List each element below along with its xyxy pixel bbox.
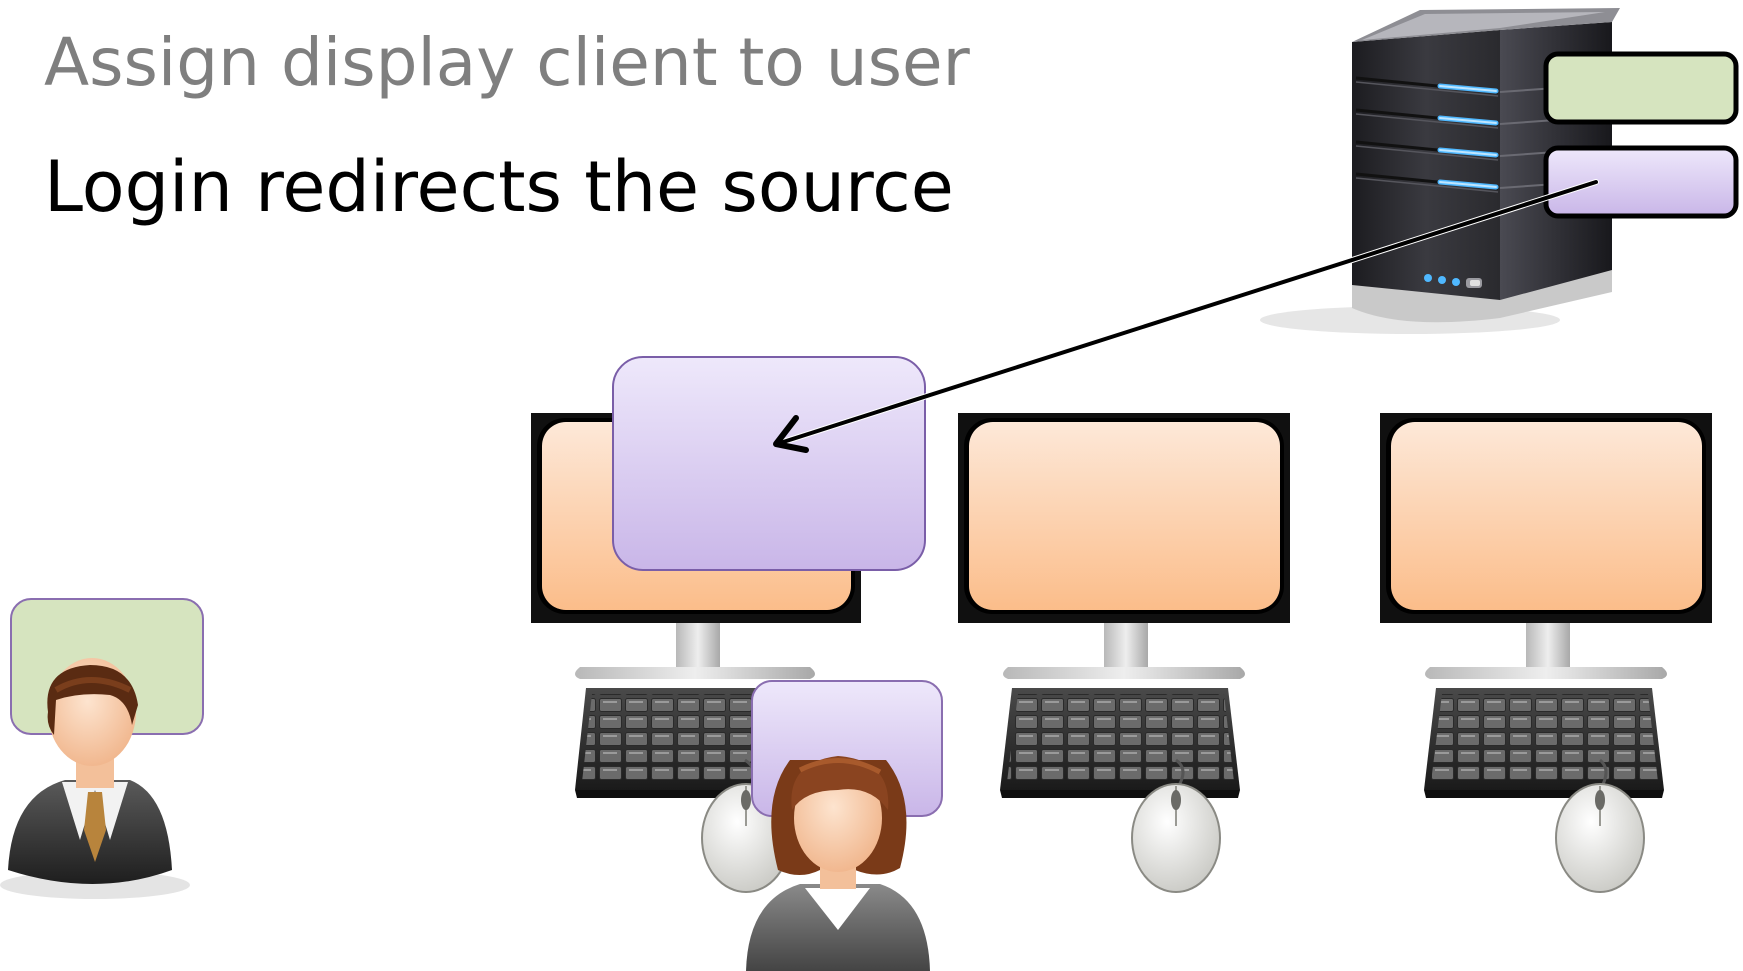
female-user-icon [746, 756, 930, 971]
display-client-window-purple [612, 356, 926, 571]
server-client-green [1543, 51, 1739, 125]
slide-subtitle: Login redirects the source [44, 146, 954, 228]
mouse-icon [1555, 758, 1645, 893]
male-user-icon [0, 658, 190, 899]
arrow-icon [773, 179, 1599, 453]
keyboard-icon [1424, 688, 1664, 798]
monitor-icon [958, 413, 1290, 679]
mouse-icon [1131, 758, 1221, 893]
keyboard-icon [575, 688, 800, 798]
slide-title: Assign display client to user [44, 24, 970, 101]
server-client-purple [1543, 145, 1739, 219]
keyboard-icon [1000, 688, 1240, 798]
server-led-icon [1437, 83, 1499, 190]
monitor-icon [1380, 413, 1712, 679]
